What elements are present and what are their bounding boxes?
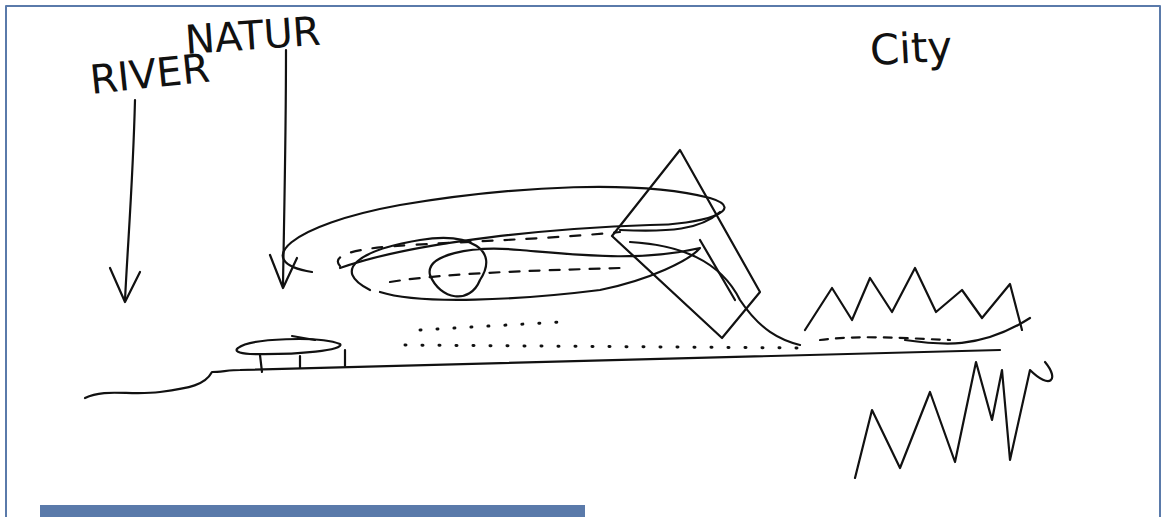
sketch-label: NATUR [184, 11, 322, 60]
landscape-dots [405, 322, 800, 348]
roof-ramp [620, 212, 800, 345]
roof-dashed-edge [390, 268, 620, 282]
city-skyline [805, 268, 1022, 330]
urban-scribble [855, 362, 1052, 478]
sketch-label: City [869, 26, 953, 72]
river-arrow [125, 100, 135, 300]
city-dashes [820, 337, 950, 340]
pavilion-roof [237, 339, 341, 354]
caption-bar [40, 505, 585, 517]
arrow-head [110, 268, 140, 302]
pavilion-legs [260, 336, 345, 372]
tower-edge [700, 240, 735, 300]
tilted-tower [612, 150, 760, 338]
frame-border [6, 6, 1160, 517]
ground-line [85, 350, 1000, 398]
